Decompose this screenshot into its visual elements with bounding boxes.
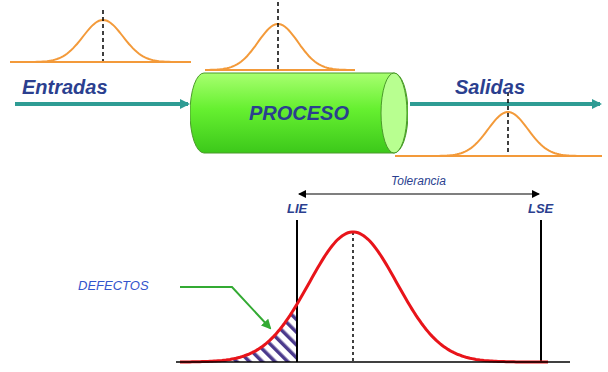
mean-line	[352, 232, 354, 362]
axis-line	[176, 361, 570, 363]
limit-label: LIE	[287, 202, 307, 217]
process-label: PROCESO	[249, 102, 349, 125]
input-arrow	[15, 102, 188, 106]
bell-curve	[397, 112, 601, 156]
input-label: Entradas	[22, 76, 108, 99]
output-arrow	[410, 102, 600, 106]
limit-line	[540, 220, 542, 362]
output-label: Salidas	[455, 76, 525, 99]
mean-line	[102, 10, 104, 61]
defect-label: DEFECTOS	[78, 279, 149, 294]
limit-label: LSE	[528, 202, 553, 217]
defect-area	[180, 306, 297, 362]
mean-line	[507, 92, 509, 155]
limit-line	[296, 220, 298, 362]
leader-arrow	[180, 287, 270, 328]
tolerance-label: Tolerancia	[391, 175, 446, 189]
process-cylinder: PROCESO	[190, 72, 408, 154]
normal-curve	[180, 232, 548, 362]
tolerance-arrow	[299, 193, 539, 194]
bell-curve	[205, 24, 355, 70]
mean-line	[277, 2, 279, 69]
